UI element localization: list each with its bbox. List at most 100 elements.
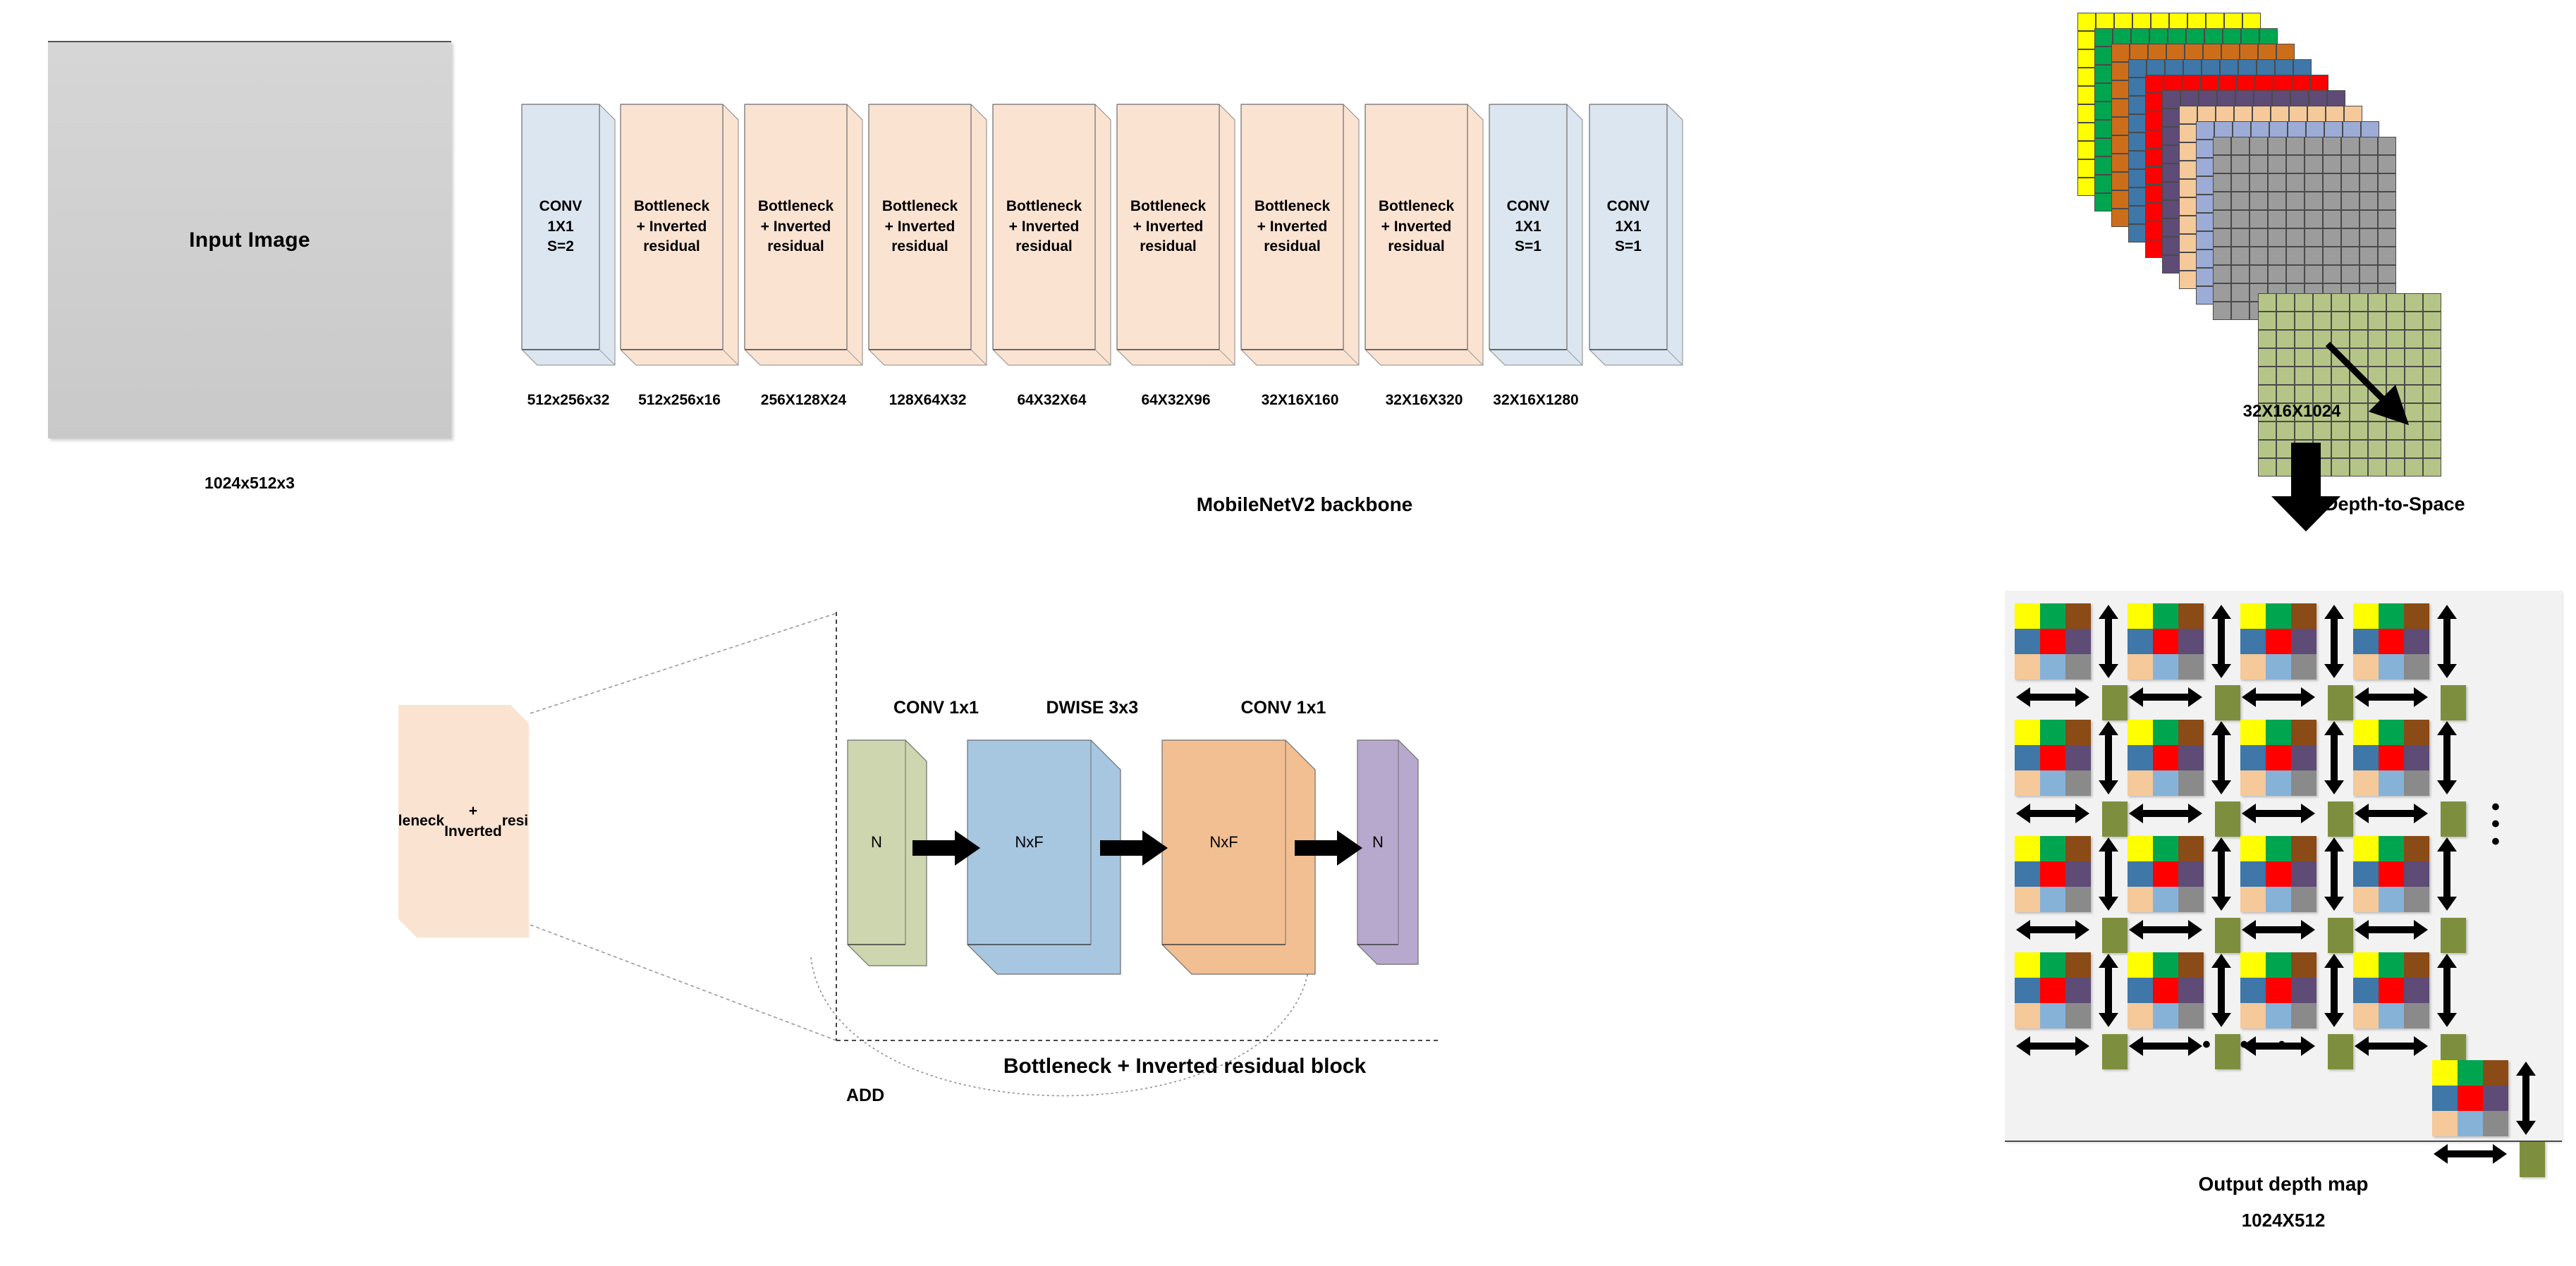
extracted-map-cell <box>2331 293 2350 312</box>
feature-map-cell <box>2213 137 2231 155</box>
backbone-block-dim-6: 64X32X96 <box>1141 392 1211 408</box>
extracted-map-cell <box>2258 403 2276 422</box>
depth-map-subpixel <box>2266 887 2291 912</box>
depth-map-subpixel <box>2153 720 2178 745</box>
backbone-block-dim-5: 64X32X64 <box>1017 392 1087 408</box>
extracted-map-cell <box>2258 385 2276 403</box>
output-depth-map-panel: •••• • • <box>2005 591 2562 1177</box>
feature-map-cell <box>2094 47 2113 65</box>
depth-map-subpixel <box>2379 603 2404 629</box>
feature-map-cell <box>2286 173 2305 192</box>
feature-map-cell <box>2077 13 2096 31</box>
extracted-map-cell <box>2331 403 2350 422</box>
depth-map-subpixel <box>2266 770 2291 796</box>
horizontal-spacing-arrow-icon <box>2355 919 2428 944</box>
depth-map-subpixel <box>2240 978 2266 1003</box>
feature-map-cell <box>2289 106 2307 124</box>
depth-map-subpixel <box>2178 629 2204 654</box>
depth-map-subpixel <box>2266 654 2291 680</box>
backbone-block-line: S=1 <box>1515 238 1542 255</box>
extracted-map-cell <box>2295 348 2313 367</box>
backbone-block-dim-8: 32X16X320 <box>1385 392 1463 408</box>
feature-map-cell <box>2077 31 2096 49</box>
backbone-block-line: residual <box>1140 238 1197 255</box>
vertical-spacing-arrow-icon <box>2098 837 2119 914</box>
depth-map-subpixel <box>2379 654 2404 680</box>
feature-map-cell <box>2162 90 2180 109</box>
horizontal-spacing-arrow-icon <box>2016 803 2089 828</box>
feature-map-cell <box>2360 265 2378 283</box>
feature-map-cell <box>2305 137 2323 155</box>
depth-map-subpixel <box>2353 952 2379 978</box>
feature-map-cell <box>2162 145 2180 164</box>
depth-map-block <box>2240 603 2316 680</box>
feature-map-cell <box>2286 137 2305 155</box>
horizontal-spacing-arrow-icon <box>2016 1035 2089 1060</box>
feature-map-cell <box>2324 121 2343 140</box>
depth-map-subpixel <box>2178 745 2204 770</box>
feature-map-cell <box>2231 210 2250 228</box>
feature-map-cell <box>2250 137 2268 155</box>
depth-map-subpixel <box>2015 887 2040 912</box>
backbone-block-line: CONV <box>1606 198 1650 215</box>
backbone-block-dim-9: 32X16X1280 <box>1493 392 1579 408</box>
feature-map-cell <box>2231 155 2250 173</box>
depth-map-subpixel <box>2153 887 2178 912</box>
extracted-map-cell <box>2295 403 2313 422</box>
extracted-map-cell <box>2276 367 2295 385</box>
depth-map-subpixel <box>2240 952 2266 978</box>
depth-map-subpixel <box>2379 952 2404 978</box>
depth-map-subpixel <box>2040 720 2065 745</box>
feature-map-cell <box>2077 104 2096 123</box>
feature-map-cell <box>2128 224 2147 242</box>
depth-map-subpixel <box>2015 836 2040 861</box>
depth-map-subpixel <box>2040 654 2065 680</box>
depth-map-subpixel <box>2065 770 2091 796</box>
depth-map-subpixel <box>2404 887 2429 912</box>
depth-map-block <box>2015 952 2091 1028</box>
bottleneck-stage-2: NxF <box>967 739 1121 975</box>
backbone-block-line: + Inverted <box>884 218 956 235</box>
extracted-map-cell <box>2258 458 2276 477</box>
feature-map-cell <box>2286 155 2305 173</box>
feature-map-cell <box>2196 176 2214 195</box>
depth-map-subpixel <box>2266 952 2291 978</box>
depth-map-subpixel <box>2379 861 2404 887</box>
feature-map-cell <box>2145 111 2163 130</box>
depth-map-block <box>2128 952 2204 1028</box>
backbone-block-line: residual <box>767 238 824 255</box>
block-shape <box>1589 104 1683 366</box>
feature-map-cell <box>2145 221 2163 240</box>
depth-map-subpixel <box>2353 720 2379 745</box>
extracted-map-cell <box>2350 330 2368 348</box>
depth-map-subpixel <box>2353 745 2379 770</box>
depth-map-subpixel <box>2128 745 2153 770</box>
depth-map-subpixel <box>2178 1003 2204 1028</box>
depth-map-subpixel <box>2266 836 2291 861</box>
depth-map-subpixel <box>2379 836 2404 861</box>
feature-map-cell <box>2231 302 2250 320</box>
horizontal-ellipsis: • • • <box>2202 1031 2297 1058</box>
feature-map-cell <box>2196 250 2214 268</box>
bottleneck-source-line: Bottleneck <box>368 813 445 830</box>
depth-map-subpixel <box>2128 770 2153 796</box>
depth-map-subpixel <box>2291 836 2316 861</box>
feature-map-cell <box>2250 210 2268 228</box>
extracted-map-cell <box>2313 293 2331 312</box>
depth-map-subpixel <box>2291 654 2316 680</box>
depth-map-subpixel <box>2153 603 2178 629</box>
depth-map-subpixel <box>2379 978 2404 1003</box>
extracted-map-cell <box>2423 458 2441 477</box>
feature-map-cell <box>2251 121 2269 140</box>
feature-map-cell <box>2237 75 2255 93</box>
extracted-map-cell <box>2368 293 2386 312</box>
feature-map-cell <box>2268 265 2286 283</box>
feature-map-cell <box>2254 90 2272 109</box>
depth-map-subpixel <box>2040 770 2065 796</box>
vertical-spacing-arrow-icon <box>2211 721 2232 798</box>
extracted-map-cell <box>2386 458 2405 477</box>
horizontal-spacing-arrow-icon <box>2129 803 2202 828</box>
